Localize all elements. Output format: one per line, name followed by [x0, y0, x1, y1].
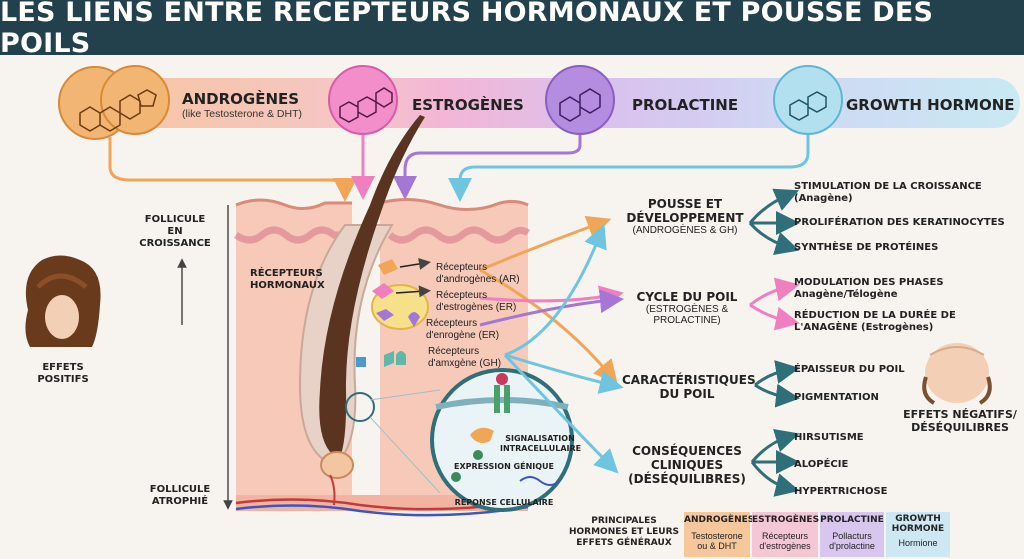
- effect-item: ALOPÉCIE: [794, 459, 849, 470]
- effect-item: HYPERTRICHOSE: [794, 486, 888, 497]
- branch-arrows-clinical: [750, 428, 800, 497]
- zoom-marker: [345, 392, 375, 422]
- effect-title: CYCLE DU POIL: [636, 290, 738, 304]
- summary-col-prolactin: PROLACTINE Pollacturs d'prolactine: [820, 512, 884, 557]
- negative-effects-label: EFFETS NÉGATIFS/ DÉSÉQUILIBRES: [903, 408, 1017, 434]
- summary-col-body: Pollacturs d'prolactine: [829, 531, 875, 551]
- prolactin-molecule-icon: [545, 65, 615, 135]
- hormone-estrogens: ESTROGÈNES: [412, 96, 524, 114]
- signaling-label: SIGNALISATION INTRACELLULAIRE: [500, 434, 582, 453]
- hair-figure-positive: [25, 255, 101, 347]
- hair-figure-negative: [922, 343, 992, 405]
- effect-cycle: CYCLE DU POIL (ESTROGÈNES & PROLACTINE): [622, 290, 752, 326]
- effect-item: SYNTHÈSE DE PROTÉINES: [794, 242, 939, 253]
- growth-hormone-arrow: [448, 135, 810, 202]
- summary-col-body: Hormione: [898, 538, 938, 548]
- effect-item: HIRSUTISME: [794, 432, 864, 443]
- receptor-icons: [356, 258, 431, 367]
- page-title: LES LIENS ENTRE RÉCEPTEURS HORMONAUX ET …: [0, 0, 934, 59]
- receptor-gh-label: Récepteurs d'amxgène (GH): [428, 346, 502, 369]
- receptor-ar-label: Récepteurs d'androgènes (AR): [436, 262, 520, 285]
- effect-item: MODULATION DES PHASES Anagène/Télogène: [794, 277, 944, 300]
- receptor-er-label: Récepteurs d'estrogènes (ER): [436, 290, 517, 313]
- effect-item: STIMULATION DE LA CROISSANCE (Anagène): [794, 181, 982, 204]
- hormone-growth: GROWTH HORMONE: [846, 96, 1015, 114]
- summary-col-growth-hormone: GROWTH HORMONE Hormione: [886, 512, 950, 557]
- branch-arrows-growth: [748, 188, 800, 255]
- androgen-arrow: [108, 137, 357, 202]
- summary-col-body: Testosterone ou & DHT: [691, 531, 743, 551]
- effect-item: PROLIFÉRATION DES KERATINOCYTES: [794, 217, 1005, 228]
- branch-arrows-cycle: [749, 277, 800, 331]
- summary-table: PRINCIPALES HORMONES ET LEURS EFFETS GÉN…: [566, 512, 1020, 557]
- hormone-name: ANDROGÈNES: [182, 90, 300, 108]
- hormone-name: GROWTH HORMONE: [846, 96, 1015, 114]
- cell-zoom: [430, 368, 574, 512]
- hair-follicle: [298, 115, 425, 506]
- summary-row-header: PRINCIPALES HORMONES ET LEURS EFFETS GÉN…: [568, 516, 680, 548]
- effect-clinical: CONSÉQUENCES CLINIQUES (DÉSÉQUILIBRES): [628, 444, 746, 486]
- summary-col-head: GROWTH HORMONE: [891, 514, 945, 534]
- receptor-er2-label: Récepteurs d'enrogène (ER): [426, 318, 500, 341]
- hormone-band: [60, 78, 1020, 128]
- diagram-canvas: [25, 65, 992, 517]
- hormone-androgens: ANDROGÈNES (like Testosterone & DHT): [182, 90, 302, 120]
- effect-subtitle: (ANDROGÈNES & GH): [632, 225, 738, 236]
- branch-arrows-characteristics: [754, 360, 800, 408]
- effect-item: ÉPAISSEUR DU POIL: [794, 364, 905, 375]
- hormone-name: PROLACTINE: [632, 96, 739, 114]
- summary-col-head: PROLACTINE: [820, 515, 884, 525]
- prolactin-arrow: [393, 135, 582, 200]
- summary-col-head: ESTROGÈNES: [752, 515, 820, 525]
- effect-characteristics: CARACTÉRISTIQUES DU POIL: [622, 373, 756, 401]
- follicle-growing-label: FOLLICULE EN CROISSANCE: [139, 214, 211, 249]
- effect-item: RÉDUCTION DE LA DURÉE DE L'ANAGÈNE (Estr…: [794, 310, 956, 333]
- effect-title: POUSSE ET DÉVELOPPEMENT: [626, 197, 744, 225]
- summary-col-estrogens: ESTROGÈNES Récepteurs d'estrogènes: [752, 512, 820, 557]
- effect-growth: POUSSE ET DÉVELOPPEMENT (ANDROGÈNES & GH…: [620, 197, 750, 236]
- summary-col-androgens: ANDROGÈNES Testosterone ou & DHT: [684, 512, 755, 557]
- estrogen-molecule-icon: [328, 65, 398, 135]
- positive-effects-label: EFFETS POSITIFS: [37, 362, 89, 385]
- title-bar: LES LIENS ENTRE RÉCEPTEURS HORMONAUX ET …: [0, 0, 1024, 59]
- follicle-atrophied-label: FOLLICULE ATROPHIÉ: [149, 484, 211, 507]
- effect-subtitle: (ESTROGÈNES & PROLACTINE): [645, 304, 729, 326]
- gene-expression-label: EXPRESSION GÉNIQUE: [454, 462, 555, 471]
- hormone-name: ESTROGÈNES: [412, 96, 524, 114]
- summary-col-head: ANDROGÈNES: [684, 515, 755, 525]
- summary-col-body: Récepteurs d'estrogènes: [759, 531, 811, 551]
- cell-response-label: RÉPONSE CELLULAIRE: [454, 498, 554, 507]
- growth-hormone-molecule-icon: [773, 65, 843, 135]
- hormone-subtitle: (like Testosterone & DHT): [182, 108, 303, 120]
- receptors-title: RÉCEPTEURS HORMONAUX: [250, 268, 325, 291]
- androgen-molecule-icon: [58, 65, 170, 140]
- effect-item: PIGMENTATION: [794, 392, 879, 403]
- hormone-prolactin: PROLACTINE: [632, 96, 738, 114]
